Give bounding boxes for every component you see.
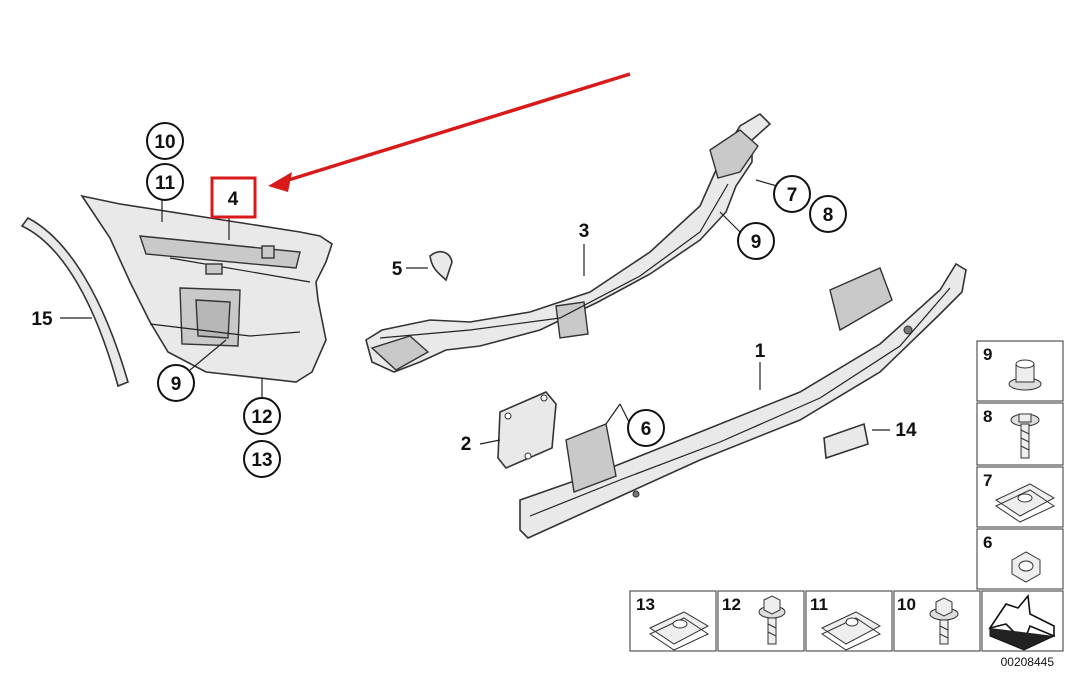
highlight-arrow — [268, 72, 631, 192]
part-14-pad[interactable] — [823, 422, 869, 460]
legend-item-10[interactable]: 10 — [893, 590, 981, 652]
svg-text:11: 11 — [155, 173, 176, 194]
clip-nut-icon — [994, 483, 1056, 523]
part-5-cap[interactable] — [429, 250, 453, 282]
part-2-plate[interactable] — [497, 391, 557, 469]
direction-arrow-icon — [988, 594, 1055, 651]
callout-3[interactable]: 3 — [579, 221, 590, 242]
svg-text:9: 9 — [751, 232, 762, 253]
callout-14[interactable]: 14 — [895, 420, 917, 441]
callout-1[interactable]: 1 — [755, 341, 766, 362]
callout-9-left[interactable]: 9 — [157, 364, 195, 402]
catalog-code: 00208445 — [1001, 655, 1055, 669]
part-4-bracket[interactable] — [80, 194, 333, 383]
bolt-washer-icon — [929, 597, 959, 645]
svg-text:1: 1 — [755, 341, 766, 362]
svg-text:8: 8 — [823, 205, 834, 226]
flange-nut-icon — [1008, 359, 1042, 391]
part-3-bumper-support[interactable] — [365, 112, 772, 373]
legend-item-12[interactable]: 12 — [717, 590, 805, 652]
svg-text:4: 4 — [228, 189, 239, 210]
callout-4-highlighted[interactable]: 4 — [210, 176, 257, 219]
clip-nut-icon — [820, 611, 882, 651]
svg-text:12: 12 — [722, 595, 741, 614]
legend-item-13[interactable]: 13 — [629, 590, 717, 652]
legend-item-9[interactable]: 9 — [976, 340, 1064, 402]
legend-item-8[interactable]: 8 — [976, 402, 1064, 466]
callout-11[interactable]: 11 — [146, 163, 184, 201]
callout-15[interactable]: 15 — [31, 309, 53, 330]
svg-text:9: 9 — [983, 345, 992, 364]
bolt-washer-icon — [758, 595, 786, 645]
callout-10[interactable]: 10 — [146, 122, 184, 160]
callout-2[interactable]: 2 — [461, 434, 472, 455]
svg-text:8: 8 — [983, 407, 992, 426]
part-15-trim-strip[interactable] — [20, 216, 129, 388]
callout-7[interactable]: 7 — [773, 175, 811, 213]
svg-text:13: 13 — [636, 595, 655, 614]
svg-text:9: 9 — [171, 374, 182, 395]
highlight-box — [210, 176, 257, 219]
legend-item-7[interactable]: 7 — [976, 466, 1064, 528]
callout-8[interactable]: 8 — [809, 195, 847, 233]
legend-bottom: 13 12 11 — [629, 590, 1064, 652]
svg-text:10: 10 — [154, 132, 175, 153]
svg-text:3: 3 — [579, 221, 590, 242]
legend-item-6[interactable]: 6 — [976, 528, 1064, 590]
svg-text:10: 10 — [897, 595, 916, 614]
bolt-washer-icon — [1010, 413, 1040, 459]
callout-5[interactable]: 5 — [392, 259, 403, 280]
svg-text:13: 13 — [251, 450, 272, 471]
hex-nut-icon — [1011, 551, 1041, 583]
legend-item-arrow[interactable] — [981, 590, 1064, 652]
svg-text:12: 12 — [251, 407, 272, 428]
svg-text:2: 2 — [461, 434, 472, 455]
part-1-bumper-carrier[interactable] — [519, 262, 967, 539]
callout-6[interactable]: 6 — [627, 409, 665, 447]
callout-13[interactable]: 13 — [243, 440, 281, 478]
svg-text:5: 5 — [392, 259, 403, 280]
svg-text:15: 15 — [31, 309, 53, 330]
svg-text:6: 6 — [983, 533, 992, 552]
svg-text:14: 14 — [895, 420, 917, 441]
callout-9-right[interactable]: 9 — [737, 222, 775, 260]
clip-nut-icon — [648, 611, 710, 651]
svg-text:7: 7 — [983, 471, 992, 490]
callout-12[interactable]: 12 — [243, 397, 281, 435]
legend-item-11[interactable]: 11 — [805, 590, 893, 652]
legend-side: 9 8 7 — [976, 340, 1064, 590]
svg-text:11: 11 — [810, 595, 828, 614]
svg-text:6: 6 — [641, 419, 652, 440]
svg-text:7: 7 — [787, 185, 798, 206]
